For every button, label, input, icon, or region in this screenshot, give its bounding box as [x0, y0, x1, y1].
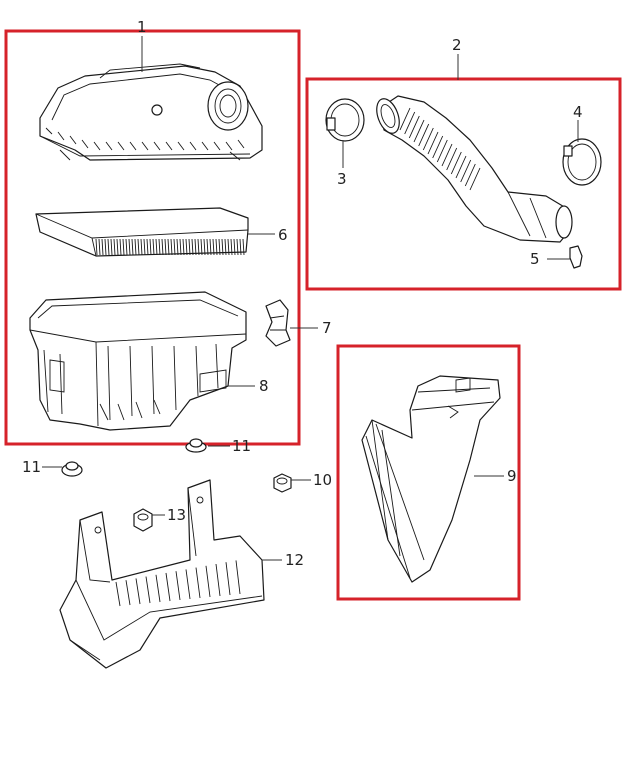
- part-sensor: [569, 245, 583, 269]
- group-frame-intake-hose: [305, 77, 622, 291]
- part-nut-small: [133, 508, 153, 532]
- part-grommet-upper: [185, 438, 207, 453]
- group-frame-air-box: [4, 29, 301, 446]
- callout-11-upper: 11: [232, 437, 251, 455]
- group-frame-air-duct: [336, 344, 521, 601]
- callout-6: 6: [278, 226, 288, 244]
- callout-11-lower: 11: [22, 458, 41, 476]
- callout-4: 4: [573, 103, 583, 121]
- part-air-cleaner-housing: [29, 291, 247, 431]
- part-grommet-lower: [61, 461, 83, 477]
- callout-2: 2: [452, 36, 462, 54]
- callout-3: 3: [337, 170, 347, 188]
- part-air-cleaner-cover: [39, 63, 263, 161]
- callout-13: 13: [167, 506, 186, 524]
- part-clip: [265, 299, 291, 347]
- callout-12: 12: [285, 551, 304, 569]
- callout-8: 8: [259, 377, 269, 395]
- part-mounting-bracket: [59, 479, 265, 669]
- callout-7: 7: [322, 319, 332, 337]
- part-air-filter: [35, 207, 249, 257]
- part-hose-clamp-right: [562, 138, 602, 186]
- callout-10: 10: [313, 471, 332, 489]
- callout-9: 9: [507, 467, 517, 485]
- part-air-intake-hose: [376, 95, 573, 243]
- callout-1: 1: [137, 18, 147, 36]
- part-nut: [273, 473, 292, 493]
- part-air-duct: [361, 375, 501, 583]
- callout-5: 5: [530, 250, 540, 268]
- part-hose-clamp-left: [325, 98, 365, 142]
